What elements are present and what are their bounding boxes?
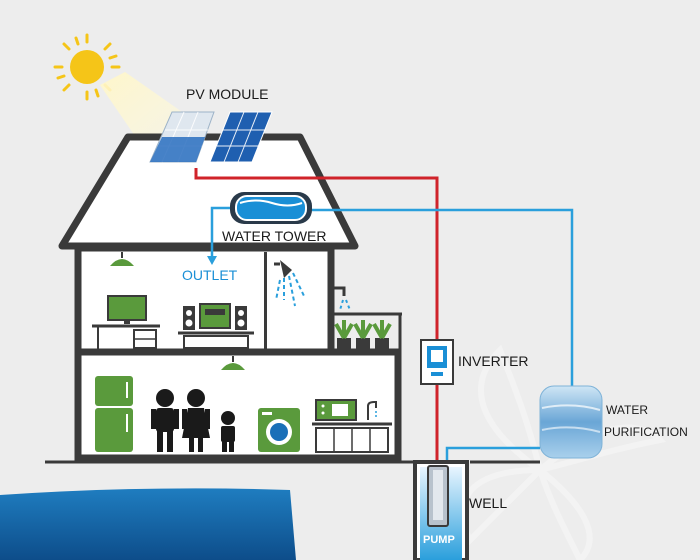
- water-body: [0, 488, 296, 560]
- water-purification-label-line2: PURIFICATION: [604, 425, 688, 439]
- pv-module-label: PV MODULE: [186, 86, 268, 102]
- water-tower-label: WATER TOWER: [222, 228, 326, 244]
- plant-icon: [372, 320, 392, 352]
- plant-icon: [334, 320, 354, 352]
- washing-machine-icon: [258, 408, 300, 452]
- sink-icon: [312, 401, 392, 453]
- pump-icon: [427, 465, 449, 527]
- person-icon: [182, 389, 210, 452]
- lamp-icon: [221, 356, 245, 370]
- tv-icon: [92, 295, 160, 350]
- pump-label: PUMP: [423, 534, 455, 546]
- inverter-label: INVERTER: [458, 353, 529, 369]
- water-tank-icon: [230, 192, 312, 224]
- plant-icon: [353, 320, 373, 352]
- microwave-icon: [315, 399, 357, 421]
- person-icon: [221, 411, 235, 452]
- inverter-icon: [420, 339, 454, 385]
- solar-panel-icon: [149, 111, 273, 163]
- stereo-icon: [178, 303, 254, 349]
- outlet-arrow: [207, 256, 217, 265]
- power-line: [194, 168, 439, 340]
- water-purification-label-line1: WATER: [606, 403, 648, 417]
- purification-tank-icon: [539, 385, 603, 459]
- well-label: WELL: [469, 495, 507, 511]
- lamp-icon: [110, 252, 134, 266]
- outlet-label: OUTLET: [182, 267, 238, 283]
- faucet-icon: [334, 286, 351, 311]
- shower-icon: [274, 260, 306, 307]
- person-icon: [151, 389, 179, 452]
- refrigerator-icon: [95, 376, 133, 452]
